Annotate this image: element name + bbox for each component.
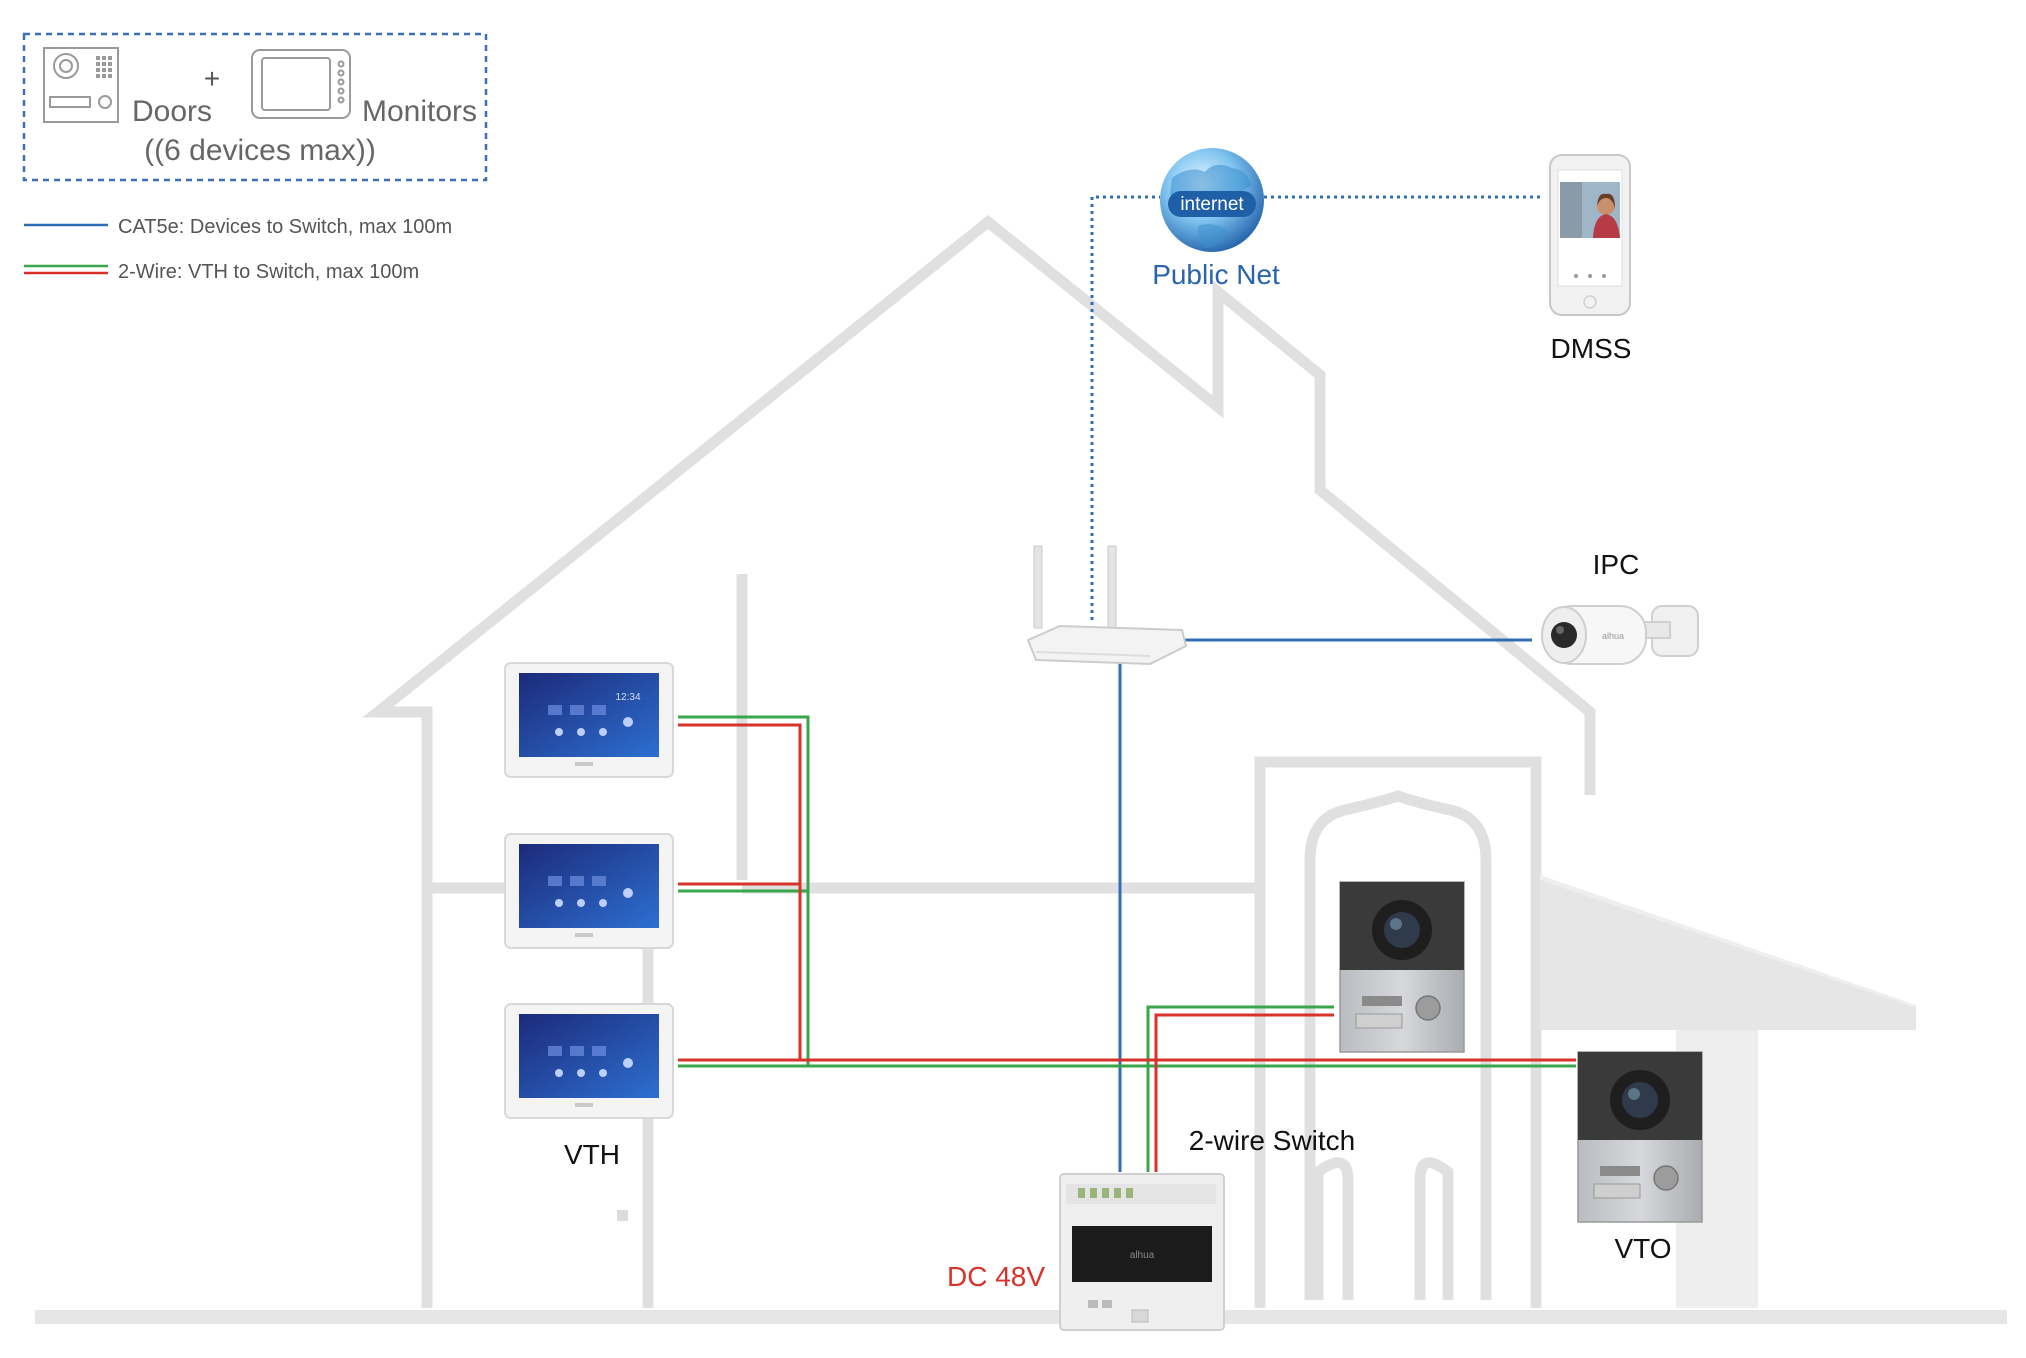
legend-cat5e-text: CAT5e: Devices to Switch, max 100m <box>118 216 452 238</box>
twowire-green-wiring <box>678 715 1576 1172</box>
cat5e-wiring <box>1118 638 1532 1172</box>
legend-plus: + <box>204 63 220 94</box>
legend-box <box>22 32 488 182</box>
door-station-icon <box>43 47 119 123</box>
monitor-icon <box>251 49 351 119</box>
legend-monitors-label: Monitors <box>362 95 477 128</box>
router-icon <box>1026 545 1188 666</box>
outlet-mark <box>617 1210 628 1221</box>
legend-max-devices: ((6 devices max)) <box>144 134 376 167</box>
floor-line <box>35 1310 2007 1324</box>
two-wire-switch-icon: alhua <box>1059 1173 1225 1331</box>
power-label: DC 48V <box>947 1261 1045 1292</box>
switch-label: 2-wire Switch <box>1189 1125 1355 1156</box>
vth-label: VTH <box>564 1139 620 1170</box>
ipc-label: IPC <box>1593 549 1640 580</box>
ipc-camera-icon: alhua <box>1541 605 1699 665</box>
public-net-label: Public Net <box>1152 259 1280 290</box>
legend-doors-label: Doors <box>132 95 212 128</box>
internet-globe-text: internet <box>1180 194 1244 215</box>
vto-label: VTO <box>1614 1233 1671 1264</box>
svg-text:alhua: alhua <box>1602 631 1624 641</box>
vth-clock: 12:34 <box>615 692 640 703</box>
house-outline <box>362 214 1596 1308</box>
internet-globe-icon: internet <box>1160 148 1264 252</box>
dmss-label: DMSS <box>1551 333 1632 364</box>
legend-twowire-text: 2-Wire: VTH to Switch, max 100m <box>118 261 419 283</box>
internet-links <box>1090 195 1540 620</box>
vth-monitor-2 <box>504 833 674 949</box>
vth-monitor-3 <box>504 1003 674 1119</box>
annex-outline <box>1540 875 1916 1308</box>
svg-text:alhua: alhua <box>1130 1250 1155 1261</box>
vto-door-station-1 <box>1339 881 1465 1053</box>
twowire-red-wiring <box>678 723 1576 1172</box>
smartphone-icon <box>1549 154 1631 316</box>
vth-monitor-1: 12:34 <box>504 662 674 778</box>
vto-door-station-2 <box>1577 1051 1703 1223</box>
